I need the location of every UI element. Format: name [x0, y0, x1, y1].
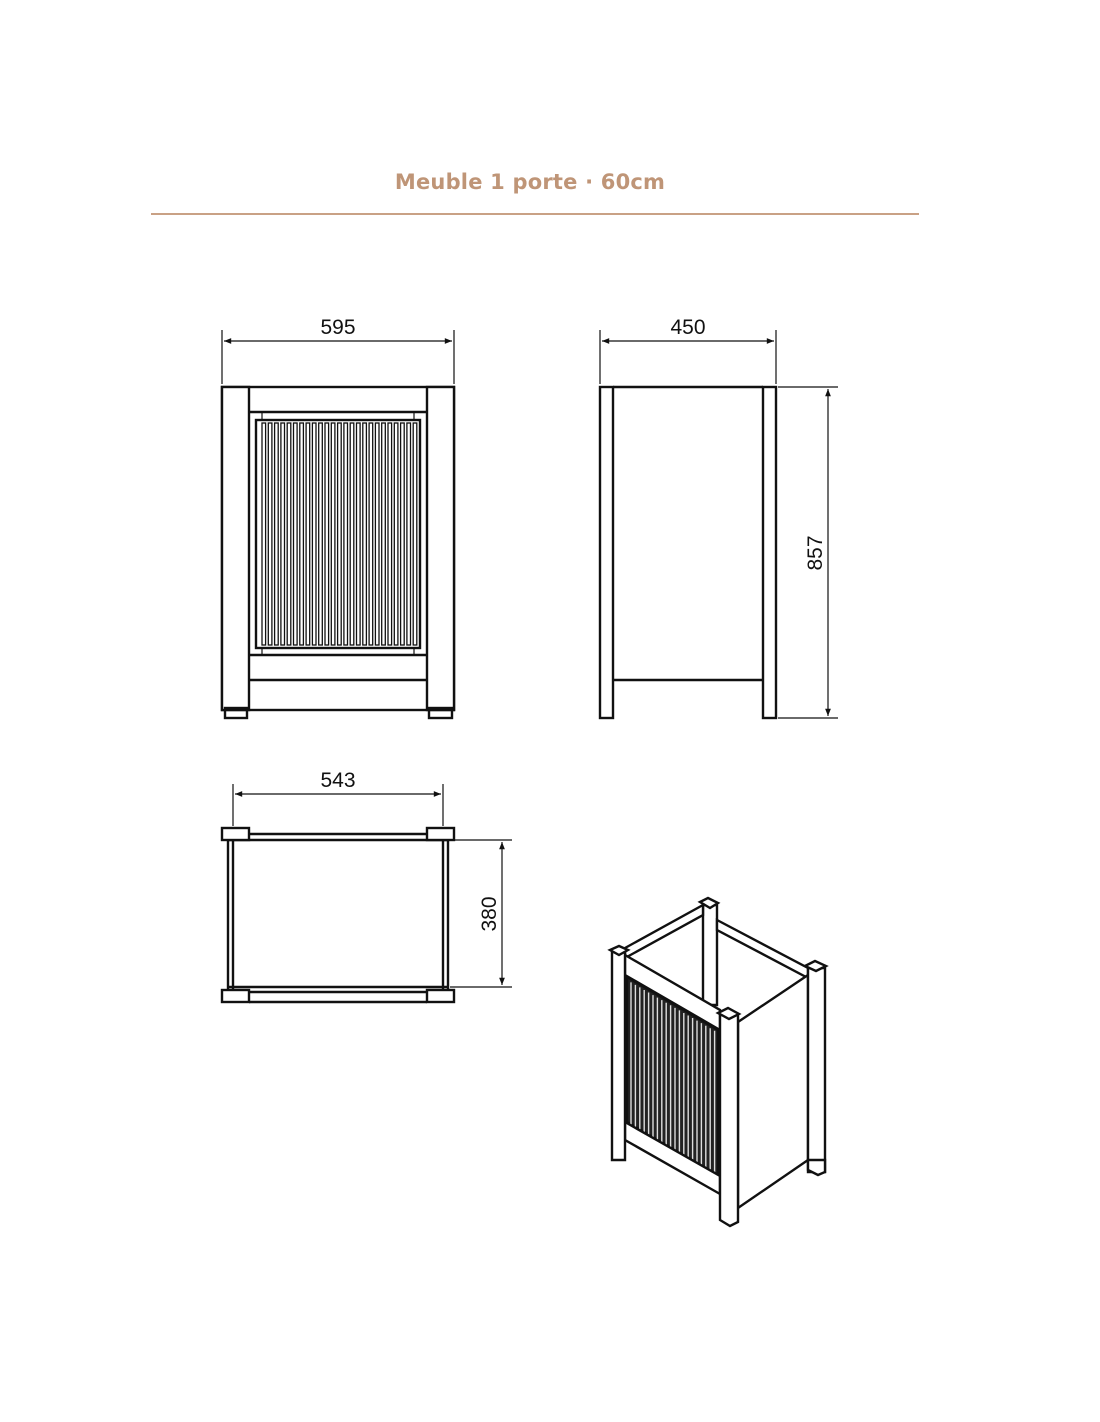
isometric-view	[607, 896, 829, 1228]
door-slat	[355, 422, 361, 646]
door-slat	[374, 422, 380, 646]
iso-right-back-rail	[715, 918, 810, 980]
door-panel	[254, 418, 422, 650]
door-slat	[299, 422, 305, 646]
dimension-width-label: 595	[320, 316, 355, 339]
page-title: Meuble 1 porte · 60cm	[394, 170, 666, 194]
dimension-height-label: 857	[804, 535, 827, 570]
front-view: 595	[220, 316, 456, 720]
door-slat	[286, 422, 292, 646]
door-slat	[368, 422, 374, 646]
door-slat	[399, 422, 405, 646]
door-slat	[261, 422, 267, 646]
dimension-inner-width-label: 543	[320, 769, 355, 792]
dimension-inner-depth-label: 380	[478, 896, 501, 931]
door-slat	[267, 422, 273, 646]
iso-back-left-post	[701, 903, 719, 1007]
iso-front-right-post	[718, 1013, 740, 1228]
iso-side-panel	[736, 972, 810, 1211]
top-view: 543 380	[220, 769, 512, 1004]
door-slat	[330, 422, 336, 646]
door-slat	[336, 422, 342, 646]
door-slats	[261, 422, 418, 646]
door-slat	[273, 422, 279, 646]
door-slat	[381, 422, 386, 646]
iso-front-left-post	[610, 950, 627, 1162]
door-slat	[387, 422, 393, 646]
door-slat	[318, 422, 323, 646]
side-view: 450 857	[598, 316, 838, 720]
door-slat	[280, 422, 286, 646]
door-slat	[406, 422, 412, 646]
title-divider	[151, 213, 919, 215]
left-leg	[220, 385, 251, 712]
right-leg	[425, 385, 456, 712]
dimension-depth-label: 450	[670, 316, 705, 339]
door-slat	[343, 422, 349, 646]
door-slat	[292, 422, 298, 646]
door-slat	[362, 422, 368, 646]
iso-back-rail	[623, 902, 705, 961]
side-back-leg	[761, 385, 778, 720]
door-slat	[412, 422, 418, 646]
door-slat	[324, 422, 330, 646]
iso-back-right-post	[806, 966, 827, 1174]
door-slat	[349, 422, 355, 646]
door-slat	[393, 422, 399, 646]
side-front-leg	[598, 385, 615, 720]
door-slat	[305, 422, 311, 646]
door-slat	[311, 422, 317, 646]
